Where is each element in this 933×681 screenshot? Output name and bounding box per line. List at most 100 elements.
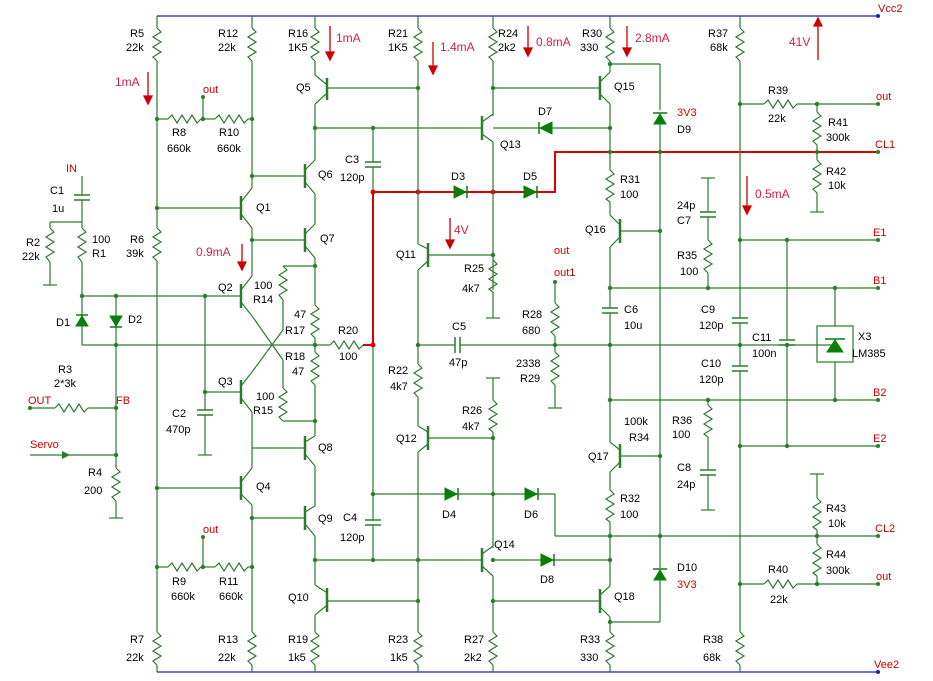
node-dot <box>876 582 880 586</box>
r42-resistor <box>811 159 823 194</box>
r25-name: R25 <box>464 263 484 275</box>
node-dot <box>832 397 838 403</box>
current-arrow-icon <box>621 47 633 58</box>
annotation-1-4ma: 1.4mA <box>440 40 475 54</box>
r3-resistor <box>54 402 89 414</box>
annotation-0-8ma: 0.8mA <box>536 35 571 49</box>
annotation-0-9ma: 0.9mA <box>196 245 231 259</box>
q14-name: Q14 <box>494 539 515 551</box>
r16-resistor <box>309 27 321 62</box>
q4-name: Q4 <box>256 481 271 493</box>
wire <box>417 260 429 271</box>
r40-name: R40 <box>768 564 788 576</box>
d8-diode <box>540 553 555 567</box>
r39-resistor <box>763 98 798 110</box>
current-arrow-icon <box>522 47 534 58</box>
c7-name: C7 <box>677 215 691 227</box>
d6-name: D6 <box>524 509 538 521</box>
e2-label: E2 <box>873 433 886 445</box>
r3-value: 2*3k <box>54 378 77 390</box>
r16-name: R16 <box>288 28 308 40</box>
wire <box>251 329 284 373</box>
d1-diode <box>75 315 89 327</box>
d6-diode <box>524 487 539 501</box>
wire <box>609 214 621 226</box>
node-dot <box>876 534 880 538</box>
node-dot <box>249 116 255 122</box>
node-dot <box>705 397 711 403</box>
r20-value: 100 <box>339 351 357 363</box>
wire <box>609 461 621 473</box>
r24-resistor <box>487 27 499 62</box>
r29-name: R29 <box>520 373 540 385</box>
r38-value: 68k <box>703 652 721 664</box>
node-dot <box>705 285 711 291</box>
node-dot <box>876 444 880 448</box>
node-dot <box>490 557 496 563</box>
d3-name: D3 <box>451 171 465 183</box>
vcc-label: Vcc2 <box>878 3 902 15</box>
q1-name: Q1 <box>256 202 271 214</box>
wire <box>314 93 327 105</box>
wire <box>609 236 621 248</box>
node-dot <box>249 564 255 570</box>
wire <box>240 467 253 483</box>
r21-resistor <box>412 27 424 62</box>
r12-value: 22k <box>218 42 236 54</box>
node-dot <box>415 598 421 604</box>
wire <box>417 443 429 453</box>
wire <box>417 425 429 433</box>
r31-value: 100 <box>620 189 638 201</box>
r32-name: R32 <box>620 493 640 505</box>
q10-name: Q10 <box>288 592 309 604</box>
b1-label: B1 <box>873 275 886 287</box>
voltage-arrow-icon <box>444 239 456 250</box>
r17-name: R17 <box>285 325 305 337</box>
r13-resistor <box>246 631 258 666</box>
r33-value: 330 <box>580 652 598 664</box>
r39-name: R39 <box>768 85 788 97</box>
r41-resistor <box>811 111 823 146</box>
wire <box>417 243 429 250</box>
r8-name: R8 <box>172 127 186 139</box>
r19-value: 1k5 <box>288 652 306 664</box>
wire <box>314 74 327 85</box>
r28-resistor <box>549 302 561 337</box>
wire <box>240 301 253 317</box>
r1-resistor <box>76 227 88 263</box>
node-dot <box>370 557 376 563</box>
r25-resistor <box>487 259 499 293</box>
cl1-label: CL1 <box>875 139 895 151</box>
r43-value: 10k <box>828 518 846 530</box>
node-dot <box>607 125 613 131</box>
r42-value: 10k <box>828 180 846 192</box>
d3-diode <box>453 185 468 199</box>
annotation-1ma: 1mA <box>336 31 361 45</box>
q12-name: Q12 <box>396 433 417 445</box>
r28-name: R28 <box>522 309 542 321</box>
r10-name: R10 <box>219 127 239 139</box>
r7-name: R7 <box>130 634 144 646</box>
r43-name: R43 <box>826 503 846 515</box>
q16-name: Q16 <box>585 224 606 236</box>
r37-value: 68k <box>710 42 728 54</box>
r19-resistor <box>309 631 321 666</box>
r26-name: R26 <box>462 405 482 417</box>
d4-diode <box>444 487 459 501</box>
r25-value: 4k7 <box>462 283 480 295</box>
r9-resistor <box>167 561 202 573</box>
r32-value: 100 <box>620 509 638 521</box>
r44-resistor <box>811 543 823 577</box>
node-dot <box>370 342 376 348</box>
c11-name: C11 <box>752 332 771 344</box>
out-mid-label: out <box>554 245 569 257</box>
r41-value: 300k <box>826 132 850 144</box>
q7-name: Q7 <box>320 233 335 245</box>
node-dot <box>607 557 613 563</box>
r31-name: R31 <box>620 174 640 186</box>
c9-value: 120p <box>699 320 723 332</box>
c4-name: C4 <box>343 512 357 524</box>
wire <box>599 93 611 105</box>
c8-value: 24p <box>677 479 695 491</box>
r10-value: 660k <box>217 143 241 155</box>
